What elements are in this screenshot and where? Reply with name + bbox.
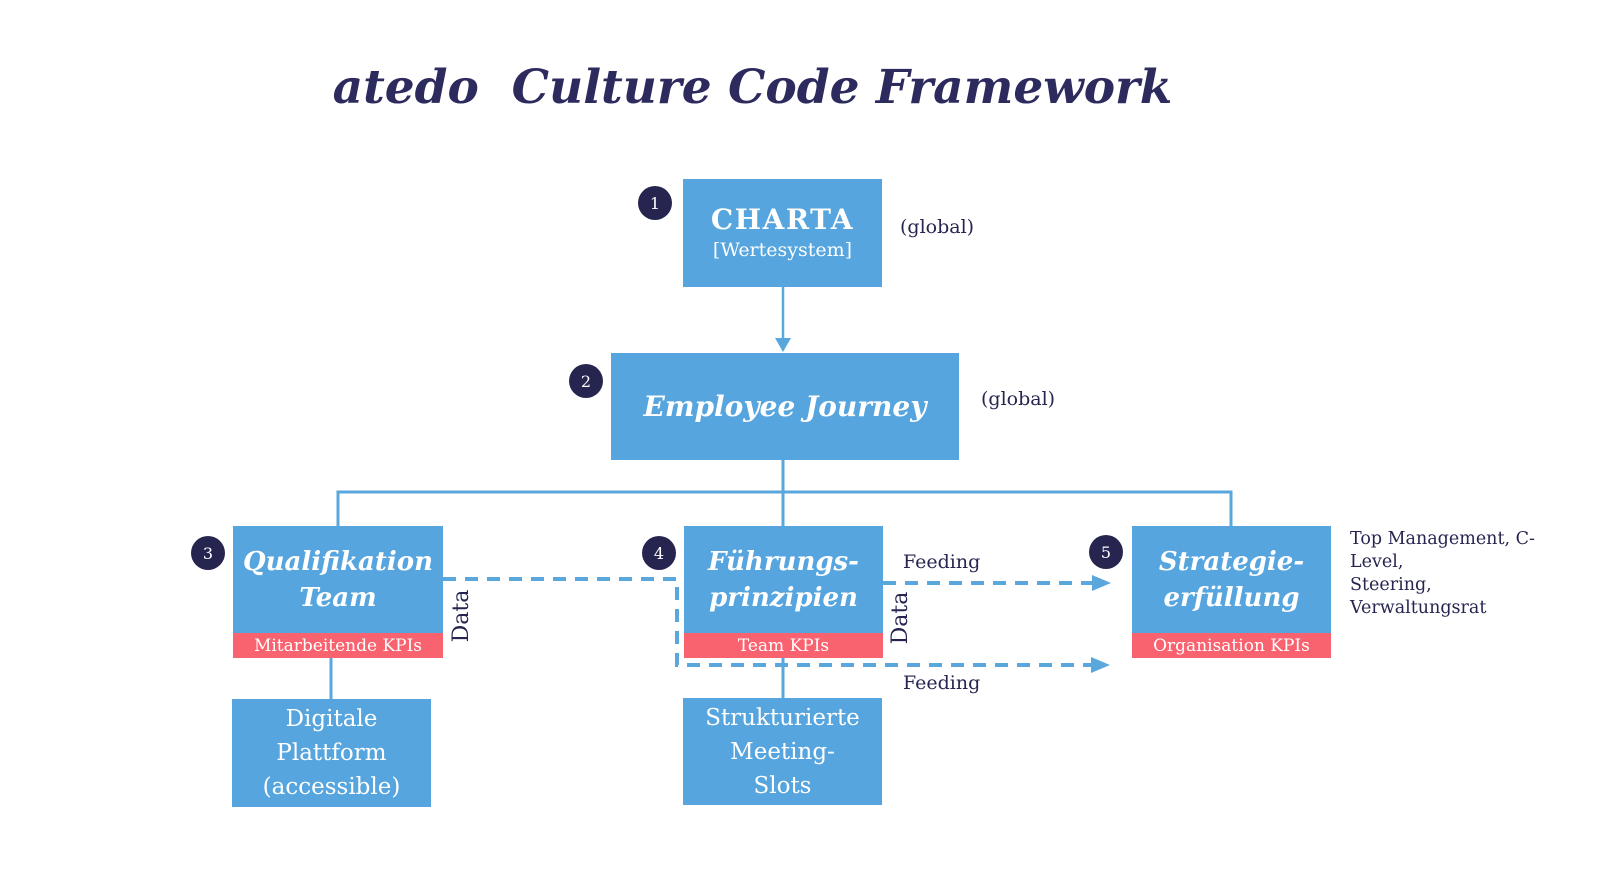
step-number: 4 — [653, 543, 665, 563]
node-fuehrungsprinzipien: Führungs- prinzipien Team KPIs — [684, 526, 883, 658]
node-line: Slots — [753, 772, 812, 799]
node-line: (accessible) — [262, 774, 401, 800]
node-employee-journey-title: Employee Journey — [643, 390, 927, 423]
step-number: 2 — [580, 371, 592, 391]
title-line: Strategie- — [1158, 546, 1305, 577]
title-line: prinzipien — [709, 582, 858, 613]
step-number: 5 — [1100, 542, 1112, 562]
node-line: Plattform — [276, 740, 387, 766]
kpi-strip-organisation: Organisation KPIs — [1132, 633, 1331, 658]
kpi-strip-team: Team KPIs — [684, 633, 883, 658]
step-badge-3: 3 — [191, 536, 225, 570]
node-meeting-slots: Strukturierte Meeting- Slots — [683, 698, 882, 805]
node-charta-title: CHARTA — [710, 203, 855, 236]
step-badge-4: 4 — [642, 536, 676, 570]
title-line: Führungs- — [708, 546, 859, 577]
node-fuehrungsprinzipien-title: Führungs- prinzipien — [684, 526, 883, 633]
step-badge-5: 5 — [1089, 535, 1123, 569]
arrowhead-feeding-top — [1092, 575, 1111, 591]
title-line: Team — [299, 582, 377, 613]
page-title: atedo Culture Code Framework — [332, 60, 1173, 115]
node-line: Digitale — [285, 706, 378, 732]
annotation-line: Top Management, C-Level, — [1350, 529, 1535, 572]
connector-journey-tree — [336, 460, 1233, 526]
node-charta-subtitle: [Wertesystem] — [712, 239, 853, 261]
node-charta: CHARTA [Wertesystem] — [683, 179, 882, 287]
charta-global-tag: (global) — [900, 216, 975, 238]
step-number: 1 — [649, 193, 661, 213]
title-line: Qualifikation — [242, 546, 434, 577]
node-line: Meeting- — [730, 738, 835, 765]
arrowhead-feeding-bottom — [1091, 657, 1110, 673]
node-digitale-plattform: Digitale Plattform (accessible) — [232, 699, 431, 807]
feeding-label-bottom: Feeding — [903, 672, 981, 694]
title-line: erfüllung — [1163, 582, 1300, 613]
node-strategieerfuellung: Strategie- erfüllung Organisation KPIs — [1132, 526, 1331, 658]
node-qualifikation-team: Qualifikation Team Mitarbeitende KPIs — [233, 526, 443, 658]
annotation-line: Steering, Verwaltungsrat — [1350, 575, 1487, 618]
node-strategieerfuellung-title: Strategie- erfüllung — [1132, 526, 1331, 633]
step-number: 3 — [202, 543, 214, 563]
feeding-label-top: Feeding — [903, 551, 981, 573]
strategie-annotation: Top Management, C-Level, Steering, Verwa… — [1350, 528, 1570, 620]
dashed-feeding-bottom-line — [443, 577, 1092, 667]
node-qualifikation-team-title: Qualifikation Team — [233, 526, 443, 633]
node-employee-journey: Employee Journey — [611, 353, 959, 460]
arrowhead-charta-to-journey — [775, 338, 791, 352]
data-label-fuehrung: Data — [888, 591, 913, 645]
step-badge-1: 1 — [638, 186, 672, 220]
employee-journey-global-tag: (global) — [981, 388, 1056, 410]
data-label-qualifikation: Data — [449, 589, 474, 643]
step-badge-2: 2 — [569, 364, 603, 398]
kpi-strip-mitarbeitende: Mitarbeitende KPIs — [233, 633, 443, 658]
node-line: Strukturierte — [705, 704, 860, 731]
